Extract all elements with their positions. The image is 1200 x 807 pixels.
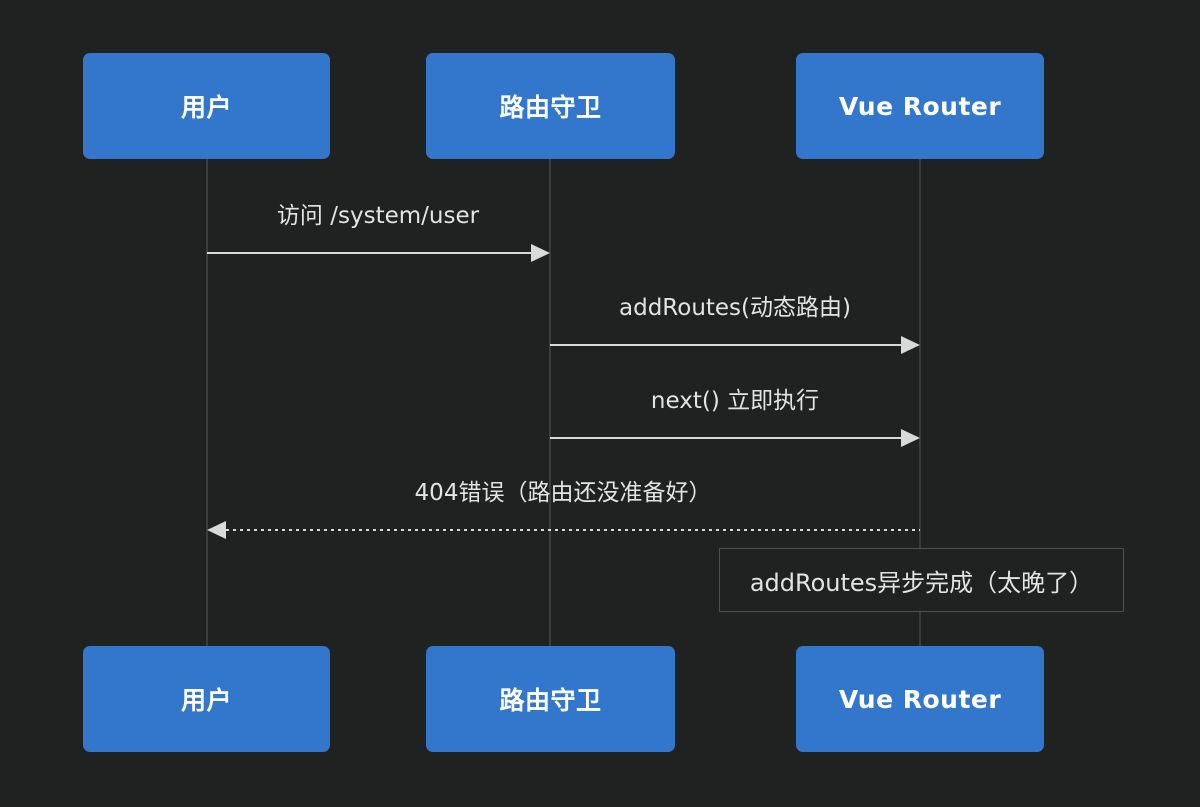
actor-bottom-vue-router: Vue Router <box>796 646 1044 752</box>
actor-bottom-route-guard: 路由守卫 <box>426 646 675 752</box>
note-box: addRoutes异步完成（太晚了） <box>719 548 1124 612</box>
arrow-solid-right-icon <box>207 244 550 262</box>
actor-label: Vue Router <box>838 684 1002 714</box>
actor-bottom-user: 用户 <box>83 646 330 752</box>
message-label-visit: 访问 /system/user <box>276 203 480 229</box>
message-label-next: next() 立即执行 <box>650 388 820 414</box>
arrow-dashed-left-icon <box>207 521 920 539</box>
actor-label: 用户 <box>180 93 232 122</box>
actor-top-route-guard: 路由守卫 <box>426 53 675 159</box>
actor-top-vue-router: Vue Router <box>796 53 1044 159</box>
message-label-addroutes: addRoutes(动态路由) <box>619 295 851 321</box>
lifeline-vue-router <box>919 159 921 646</box>
arrow-solid-right-icon <box>550 336 920 354</box>
note-text: addRoutes异步完成（太晚了） <box>749 568 1094 597</box>
lifeline-route-guard <box>549 159 551 646</box>
actor-label: 路由守卫 <box>499 686 602 715</box>
arrow-solid-right-icon <box>550 429 920 447</box>
actor-top-user: 用户 <box>83 53 330 159</box>
actor-label: Vue Router <box>838 91 1002 121</box>
actor-label: 路由守卫 <box>499 93 602 122</box>
actor-label: 用户 <box>180 686 232 715</box>
lifeline-user <box>206 159 208 646</box>
message-label-404: 404错误（路由还没准备好） <box>414 480 712 506</box>
